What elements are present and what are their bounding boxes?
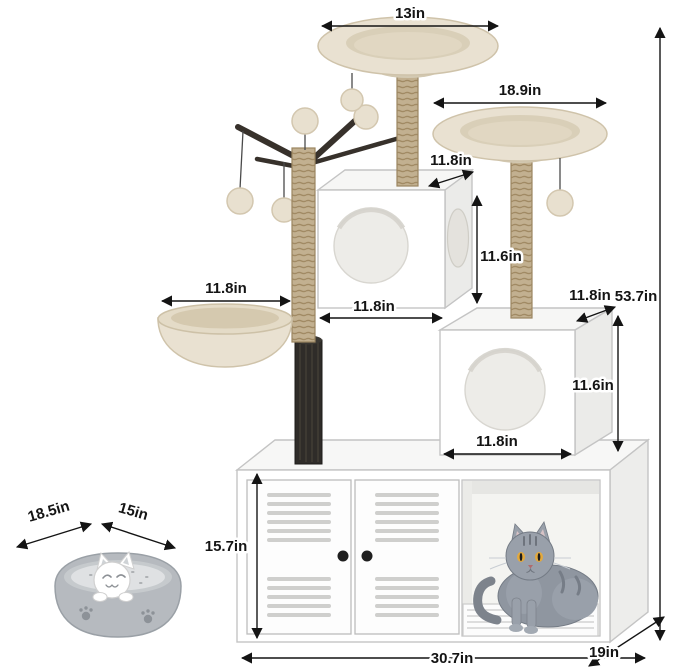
pompom-ball [226, 187, 254, 215]
dim-base-depth: 19in [586, 616, 665, 667]
cat-paw-left [509, 624, 523, 632]
dim-label: 11.8in [569, 287, 611, 304]
pompom-ball [546, 189, 574, 217]
dim-line [588, 616, 665, 667]
cat-head [505, 531, 555, 581]
litter-pan-cat [92, 550, 135, 602]
dim-line [15, 521, 93, 550]
cartoon-cat-head [93, 561, 131, 599]
litter-cabinet [234, 438, 651, 644]
door-right-louvers-top [375, 493, 439, 542]
dim-label: 11.6in [480, 248, 522, 265]
cat-forehead-stripes [523, 534, 537, 546]
opening-shadow-left [463, 481, 472, 635]
dim-label: 15in [116, 499, 150, 524]
middle-perch [432, 106, 608, 163]
opening-shadow-top [463, 481, 599, 494]
cat-pupil-right [537, 553, 541, 561]
dim-total-height: 53.7in [612, 26, 666, 642]
dim-middle-perch-width: 18.9in [432, 80, 608, 109]
pompom-ball [353, 104, 379, 130]
dim-upper-condo-width: 11.8in [318, 296, 444, 324]
dim-cabinet-height: 15.7in [202, 472, 263, 640]
cat-haunch [552, 578, 598, 620]
pompom-under-middle-perch [546, 158, 574, 217]
dim-upper-condo-depth: 11.8in [427, 150, 475, 189]
pompom-ball [291, 107, 319, 135]
dim-top-perch-width: 13in [320, 3, 500, 32]
door-left-louvers-top [267, 493, 331, 542]
dim-label: 18.9in [499, 82, 542, 99]
litter-pan [54, 550, 182, 638]
dim-label: 11.6in [572, 377, 614, 394]
cat [473, 521, 599, 634]
cat-whiskers [489, 557, 571, 570]
cabinet-doors [246, 479, 460, 635]
basket-hollow [171, 307, 279, 329]
dim-label: 53.7in [615, 288, 658, 305]
dim-label: 18.5in [26, 498, 72, 526]
condo-upper-hole-shadow [336, 207, 406, 230]
condo-upper [315, 168, 475, 310]
cat-nose [528, 565, 533, 569]
dim-label: 30.7in [431, 650, 474, 667]
scratching-post-middle [510, 149, 533, 319]
paw-print-right [141, 609, 155, 624]
dim-label: 13in [395, 5, 425, 22]
top-perch-cushion [354, 32, 462, 58]
dim-lower-condo-height: 11.6in [570, 314, 624, 453]
groomer-bristles [299, 342, 319, 462]
dim-lower-condo-width: 11.8in [442, 431, 573, 460]
dim-label: 19in [589, 644, 619, 661]
dim-label: 11.8in [476, 433, 518, 450]
dim-label: 11.8in [205, 280, 247, 297]
dim-line [575, 305, 617, 323]
cat-leg-left [511, 597, 522, 627]
dim-litter-pan-width: 15in [100, 497, 177, 551]
branches [235, 106, 413, 171]
dim-line [427, 169, 475, 189]
dim-lower-condo-depth: 11.8in [567, 285, 617, 323]
dim-label: 11.8in [430, 152, 472, 169]
groomer-brush [294, 335, 323, 465]
cat-body-stripes [558, 570, 582, 596]
cat-paw-right [524, 626, 538, 634]
middle-perch-cushion [468, 121, 572, 145]
cartoon-cat-paw-left [92, 592, 108, 602]
scratching-post-top [396, 61, 419, 187]
dim-basket-width: 11.8in [160, 278, 292, 307]
dimension-annotations: 13in 18.9in 11.8in 11.6in 11.8in 11.8in … [15, 3, 666, 670]
door-knob-right [361, 550, 373, 562]
dim-label: 11.8in [353, 298, 395, 315]
basket-perch [157, 303, 293, 368]
pompom-on-post [291, 107, 319, 150]
cabinet-side [609, 438, 649, 644]
cat-tail [473, 576, 502, 625]
cartoon-cat-paw-right [118, 592, 134, 602]
condo-lower-hole-shadow [467, 347, 543, 373]
cartoon-cat-eyes [102, 574, 126, 579]
dim-line [100, 521, 177, 551]
condo-lower [437, 306, 615, 457]
cat-pupil-left [519, 553, 523, 561]
cartoon-cat-mouth [105, 584, 119, 588]
door-left-louvers-bottom [267, 577, 331, 617]
pompom-ball [340, 88, 364, 112]
scratching-post-trunk [291, 147, 316, 343]
dim-label: 15.7in [205, 538, 248, 555]
dim-base-width: 30.7in [240, 648, 647, 670]
cartoon-cat-ear-right-inner [123, 557, 129, 565]
cat-mouth [526, 568, 535, 573]
cat-leg-right [526, 599, 537, 629]
pompoms [226, 104, 379, 223]
paw-print-left [79, 606, 93, 621]
dim-upper-condo-height: 11.6in [471, 194, 524, 305]
condo-upper-side-hole [446, 208, 470, 268]
door-knob-left [337, 550, 349, 562]
pompom-under-top-perch [340, 73, 364, 112]
door-right-louvers-bottom [375, 577, 439, 617]
dim-litter-pan-length: 18.5in [15, 495, 93, 550]
